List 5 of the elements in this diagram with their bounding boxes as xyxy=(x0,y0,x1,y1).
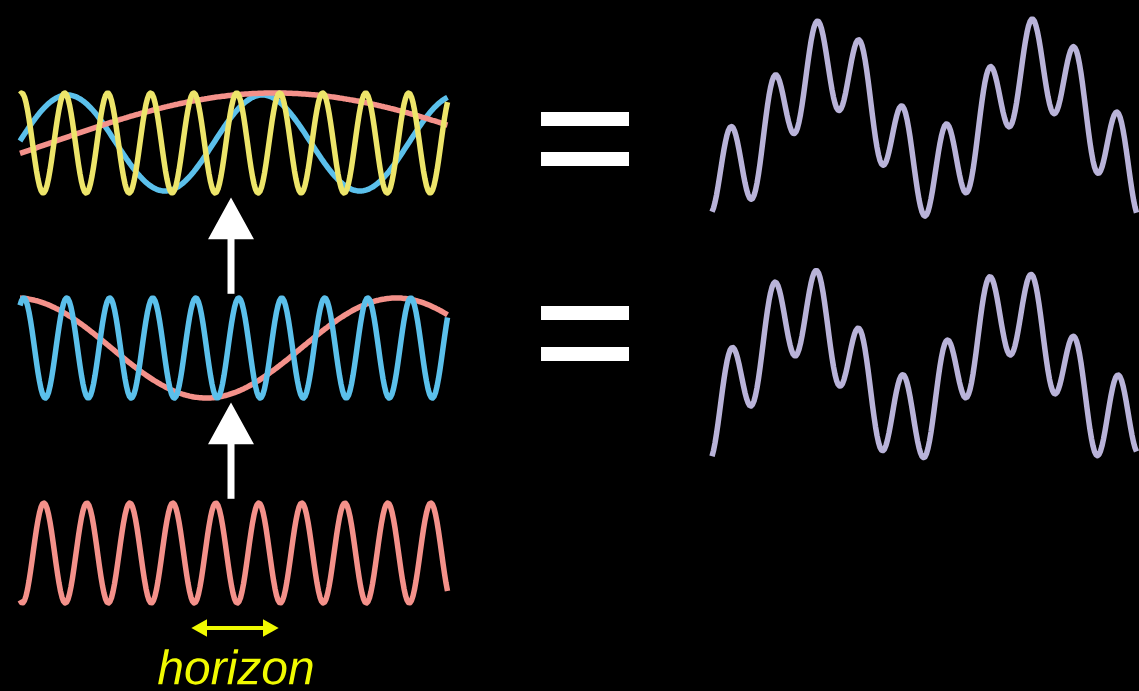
wave-drawing xyxy=(18,295,451,401)
wave-drawing xyxy=(709,267,1139,461)
wave-drawing xyxy=(17,90,451,196)
wave-drawing xyxy=(709,16,1139,219)
wave-drawing xyxy=(17,500,451,606)
